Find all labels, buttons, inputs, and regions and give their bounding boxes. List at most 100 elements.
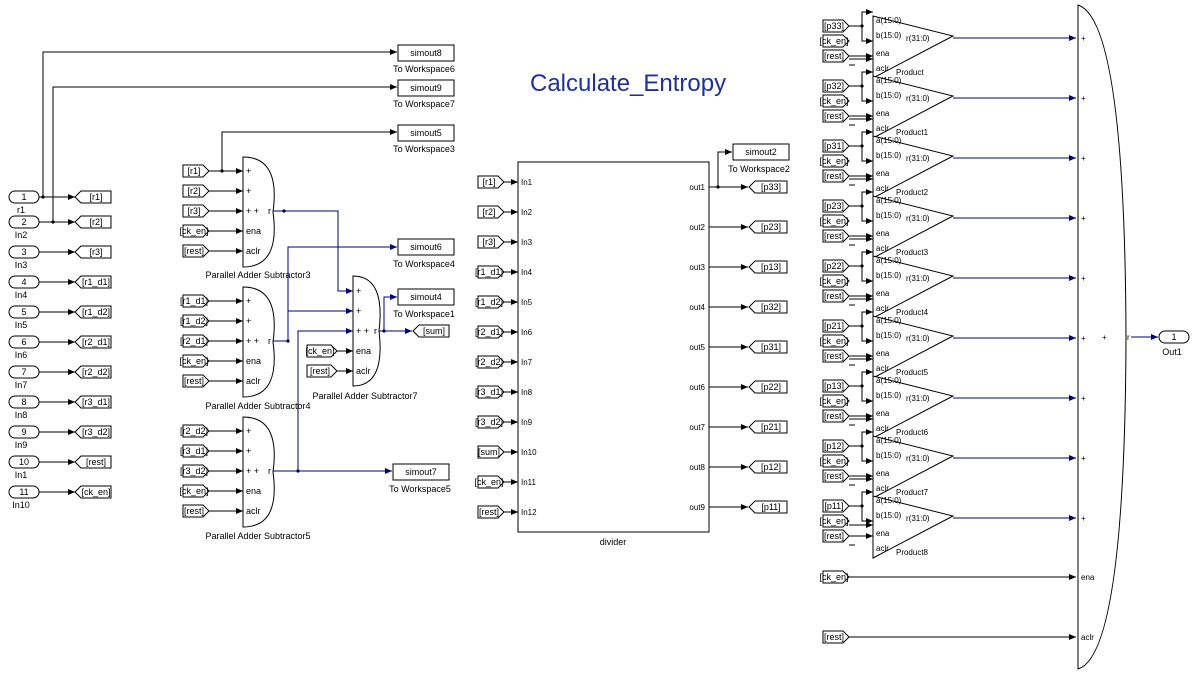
from-tag-ck[interactable] bbox=[822, 34, 850, 48]
goto-tag[interactable] bbox=[748, 500, 788, 514]
divider-subsystem[interactable] bbox=[517, 161, 710, 533]
from-tag-rest[interactable] bbox=[822, 349, 850, 363]
outport-1[interactable] bbox=[1158, 330, 1190, 344]
to-workspace-toworkspace3[interactable] bbox=[397, 124, 455, 142]
to-workspace-toworkspace6[interactable] bbox=[397, 44, 455, 62]
from-tag-ck[interactable] bbox=[822, 514, 850, 528]
goto-tag[interactable] bbox=[74, 395, 112, 409]
inport-6[interactable] bbox=[8, 335, 40, 349]
goto-tag[interactable] bbox=[74, 335, 112, 349]
goto-tag[interactable] bbox=[748, 460, 788, 474]
from-tag[interactable] bbox=[182, 444, 210, 458]
from-tag-ck[interactable] bbox=[822, 154, 850, 168]
inport-10[interactable] bbox=[8, 455, 40, 469]
to-workspace-toworkspace7[interactable] bbox=[397, 79, 455, 97]
from-tag-ck[interactable] bbox=[822, 274, 850, 288]
to-workspace-toworkspace1[interactable] bbox=[397, 288, 455, 306]
from-tag-rest[interactable] bbox=[822, 169, 850, 183]
from-tag-rest[interactable] bbox=[822, 529, 850, 543]
from-tag[interactable] bbox=[477, 205, 505, 219]
from-tag-product[interactable] bbox=[822, 379, 850, 393]
from-tag[interactable] bbox=[182, 184, 210, 198]
from-tag-product[interactable] bbox=[822, 199, 850, 213]
goto-tag[interactable] bbox=[748, 300, 788, 314]
from-tag[interactable] bbox=[182, 294, 210, 308]
goto-tag[interactable] bbox=[74, 305, 112, 319]
goto-tag[interactable] bbox=[74, 215, 112, 229]
inport-11[interactable] bbox=[8, 485, 40, 499]
from-tag-product[interactable] bbox=[822, 79, 850, 93]
final-adder-block[interactable] bbox=[1077, 4, 1127, 670]
from-tag[interactable] bbox=[477, 325, 505, 339]
from-tag-ck[interactable] bbox=[822, 454, 850, 468]
from-tag-ck[interactable] bbox=[822, 334, 850, 348]
from-tag-rest[interactable] bbox=[822, 109, 850, 123]
from-tag[interactable] bbox=[182, 204, 210, 218]
from-tag[interactable] bbox=[477, 295, 505, 309]
to-workspace-toworkspace4[interactable] bbox=[397, 238, 455, 256]
from-tag[interactable] bbox=[182, 354, 210, 368]
parallel-adder-subtractor-2[interactable] bbox=[242, 286, 275, 398]
from-tag[interactable] bbox=[477, 175, 505, 189]
goto-tag[interactable] bbox=[74, 425, 112, 439]
from-tag[interactable] bbox=[182, 484, 210, 498]
from-tag[interactable] bbox=[477, 445, 505, 459]
from-tag[interactable] bbox=[182, 314, 210, 328]
inport-7[interactable] bbox=[8, 365, 40, 379]
inport-3[interactable] bbox=[8, 245, 40, 259]
goto-tag[interactable] bbox=[74, 245, 112, 259]
inport-5[interactable] bbox=[8, 305, 40, 319]
from-tag-product[interactable] bbox=[822, 259, 850, 273]
from-tag[interactable] bbox=[182, 224, 210, 238]
inport-2[interactable] bbox=[8, 215, 40, 229]
from-tag[interactable] bbox=[477, 475, 505, 489]
from-tag-product[interactable] bbox=[822, 19, 850, 33]
from-tag[interactable] bbox=[182, 164, 210, 178]
from-tag[interactable] bbox=[182, 464, 210, 478]
from-tag[interactable] bbox=[306, 344, 338, 358]
from-tag-ck[interactable] bbox=[822, 214, 850, 228]
goto-tag[interactable] bbox=[748, 220, 788, 234]
from-tag[interactable] bbox=[477, 505, 505, 519]
from-tag[interactable] bbox=[477, 385, 505, 399]
from-tag[interactable] bbox=[182, 504, 210, 518]
goto-tag[interactable] bbox=[74, 275, 112, 289]
from-tag-product[interactable] bbox=[822, 499, 850, 513]
from-tag[interactable] bbox=[182, 244, 210, 258]
from-tag-rest[interactable] bbox=[822, 289, 850, 303]
goto-tag[interactable] bbox=[748, 260, 788, 274]
parallel-adder-subtractor-4[interactable] bbox=[352, 275, 381, 387]
from-tag-rest[interactable] bbox=[822, 229, 850, 243]
goto-tag[interactable] bbox=[748, 180, 788, 194]
goto-tag[interactable] bbox=[74, 190, 112, 204]
goto-tag-sum[interactable] bbox=[412, 324, 450, 338]
parallel-adder-subtractor-1[interactable] bbox=[242, 156, 275, 268]
from-tag-rest[interactable] bbox=[822, 49, 850, 63]
from-tag[interactable] bbox=[477, 415, 505, 429]
from-tag-product[interactable] bbox=[822, 139, 850, 153]
from-tag-rest[interactable] bbox=[822, 409, 850, 423]
from-tag-product[interactable] bbox=[822, 439, 850, 453]
to-workspace-toworkspace5[interactable] bbox=[392, 463, 450, 481]
goto-tag[interactable] bbox=[74, 455, 112, 469]
inport-1[interactable] bbox=[8, 190, 40, 204]
goto-tag[interactable] bbox=[74, 365, 112, 379]
from-tag[interactable] bbox=[306, 364, 338, 378]
from-tag[interactable] bbox=[477, 265, 505, 279]
goto-tag[interactable] bbox=[74, 485, 112, 499]
goto-tag[interactable] bbox=[748, 420, 788, 434]
from-tag-product[interactable] bbox=[822, 319, 850, 333]
goto-tag[interactable] bbox=[748, 340, 788, 354]
parallel-adder-subtractor-3[interactable] bbox=[242, 416, 275, 528]
goto-tag[interactable] bbox=[748, 380, 788, 394]
from-tag[interactable] bbox=[477, 235, 505, 249]
from-tag[interactable] bbox=[182, 374, 210, 388]
from-tag[interactable] bbox=[182, 424, 210, 438]
inport-8[interactable] bbox=[8, 395, 40, 409]
inport-4[interactable] bbox=[8, 275, 40, 289]
from-tag[interactable] bbox=[477, 355, 505, 369]
from-tag-rest[interactable] bbox=[822, 469, 850, 483]
from-tag-ck[interactable] bbox=[822, 94, 850, 108]
to-workspace-toworkspace2[interactable] bbox=[732, 143, 790, 161]
from-tag[interactable] bbox=[182, 334, 210, 348]
